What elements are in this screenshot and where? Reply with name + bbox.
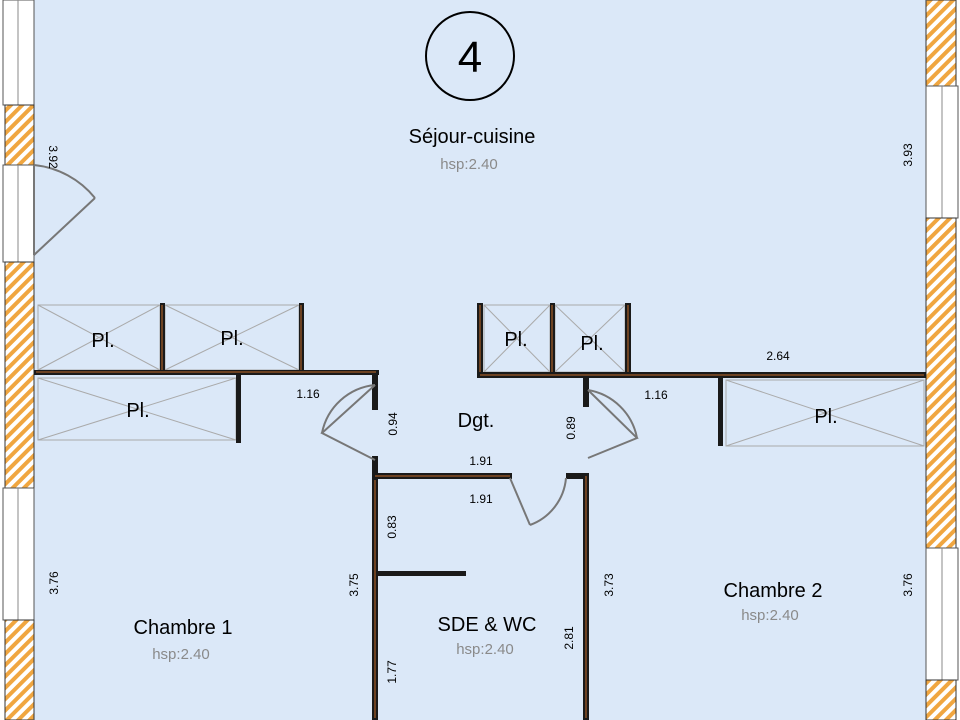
dimension-label: 3.75 bbox=[347, 573, 361, 597]
closet-6 bbox=[725, 379, 925, 447]
dimension-label: 2.81 bbox=[562, 626, 576, 650]
dimension-label: 0.89 bbox=[564, 416, 578, 440]
dimension-label: 0.94 bbox=[386, 412, 400, 436]
room-name-degagement: Dgt. bbox=[458, 410, 495, 432]
closet-label-2: Pl. bbox=[220, 328, 243, 350]
closet-label-1: Pl. bbox=[91, 330, 114, 352]
room-hsp-chambre1: hsp:2.40 bbox=[152, 646, 210, 663]
dimension-label: 3.76 bbox=[47, 571, 61, 595]
dimension-label: 1.16 bbox=[644, 388, 668, 402]
dimension-label: 1.91 bbox=[469, 454, 493, 468]
dimension-label: 2.64 bbox=[766, 349, 790, 363]
sde-door bbox=[509, 477, 567, 526]
dimension-label: 0.83 bbox=[385, 515, 399, 539]
room-name-sejour: Séjour-cuisine bbox=[409, 126, 536, 148]
dimension-label: 1.77 bbox=[385, 660, 399, 684]
room-name-sde: SDE & WC bbox=[438, 614, 537, 636]
plan-number: 4 bbox=[458, 33, 482, 82]
chambre1-door bbox=[320, 384, 376, 461]
room-hsp-sde: hsp:2.40 bbox=[456, 641, 514, 658]
right-exterior-wall bbox=[925, 0, 959, 720]
dimension-label: 1.91 bbox=[469, 492, 493, 506]
room-hsp-sejour: hsp:2.40 bbox=[440, 156, 498, 173]
closet-label-3: Pl. bbox=[126, 400, 149, 422]
plan-number-circle bbox=[425, 11, 515, 101]
dimension-label: 3.73 bbox=[602, 573, 616, 597]
room-hsp-chambre2: hsp:2.40 bbox=[741, 607, 799, 624]
left-exterior-wall bbox=[2, 0, 35, 720]
closet-label-4: Pl. bbox=[504, 329, 527, 351]
room-name-chambre1: Chambre 1 bbox=[134, 617, 233, 639]
room-name-chambre2: Chambre 2 bbox=[724, 580, 823, 602]
closet-label-6: Pl. bbox=[814, 406, 837, 428]
dimension-label: 3.93 bbox=[901, 143, 915, 167]
chambre2-door bbox=[587, 389, 639, 459]
entry-door bbox=[33, 164, 96, 256]
dimension-label: 3.76 bbox=[901, 573, 915, 597]
closet-label-5: Pl. bbox=[580, 333, 603, 355]
dimension-label: 3.92 bbox=[46, 145, 60, 169]
partition-accents bbox=[36, 305, 924, 718]
dimension-label: 1.16 bbox=[296, 387, 320, 401]
